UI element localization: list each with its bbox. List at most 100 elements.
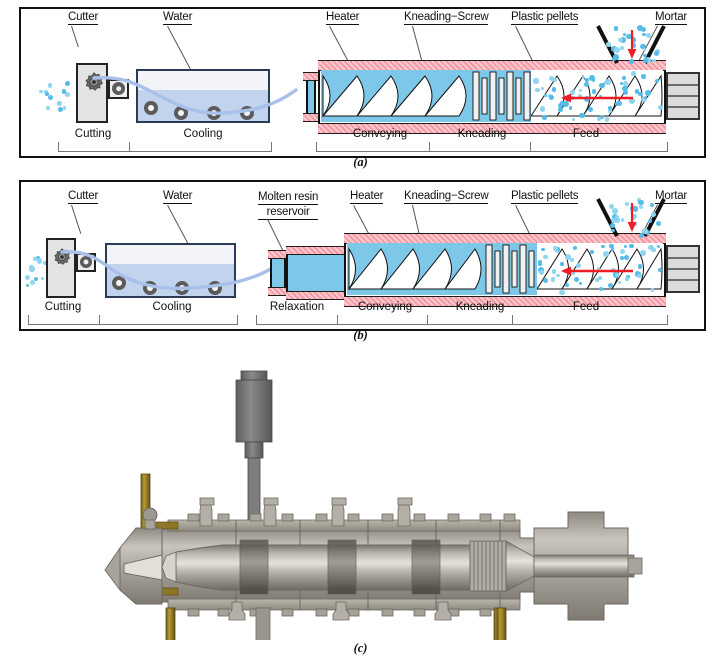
caption-c: (c) [353,641,368,655]
pellet-dot [558,107,563,112]
pellet-dot [632,206,639,212]
pellet-dot [33,276,39,281]
cad-screw-shaft [161,539,471,595]
pellet-dot [626,34,632,40]
pellet-dot [650,202,655,208]
cad-heater-cartridge-right [496,607,507,640]
pellet-dot [548,94,555,101]
pellet-dot [616,100,622,107]
adapter-heater-top-a [303,72,319,81]
pellet-dot [602,250,609,257]
pellet-cloud-hopper-a [606,24,661,65]
pellet-dot [598,94,602,98]
callout-heater-b: Heater [350,190,384,204]
pellet-dot [550,276,556,282]
pellet-dot [613,46,620,53]
stage-label-b-3: Conveying [357,301,413,313]
pellet-dot [625,275,631,280]
pellet-dot [609,203,615,209]
cad-drain-stub [255,607,271,640]
pellet-dot [538,269,545,276]
callout-heater-a: Heater [326,11,360,25]
pellet-dot [630,37,637,43]
pellet-dot [631,71,636,76]
pellet-dot [552,77,557,82]
pellet-dot [613,26,619,31]
pellet-dot [637,197,642,202]
stage-label-b-2: Relaxation [269,301,325,313]
pellet-dot [625,202,630,207]
callout-plastic-pellets-b: Plastic pellets [511,190,579,204]
pellet-dot [641,96,648,103]
cad-die-head [104,507,163,605]
pellet-cloud-inlet-a [38,80,72,114]
pellet-dot [615,272,620,277]
pellet-dot [651,247,656,253]
pellet-dot [568,106,573,110]
callout-water-a: Water [163,11,193,25]
pellet-dot [643,54,647,58]
pellet-dot [541,86,545,90]
caption-a: (a) [353,155,368,169]
callout-kneading-screw-b: Kneading−Screw [404,190,489,204]
mortar-a [666,72,700,120]
pellet-dot [573,276,579,283]
pellet-dot [62,106,67,110]
pellet-dot [606,42,611,47]
hopper-feed-arrow-b [627,203,637,232]
pellet-dot [636,25,643,32]
cutter-housing-a [76,63,108,123]
pellet-dot [631,43,636,48]
pellet-dot [623,32,627,36]
pellet-cloud-inlet-b [22,255,48,289]
stage-label-a-2: Conveying [352,128,408,140]
pellet-dot [609,243,614,248]
reservoir-heater-bottom-b [286,291,346,300]
cad-top-bolts [187,513,516,522]
pellet-dot [61,88,67,94]
pellet-dot [607,105,612,111]
pellet-dot [57,101,63,107]
hopper-feed-arrow-a [627,30,637,59]
pellet-dot [642,58,648,64]
guide-roller-b0 [80,256,92,268]
pellet-dot [611,228,615,232]
flow-arrow-a [561,93,633,103]
pellet-dot [556,273,560,278]
stage-label-b-4: Kneading [455,301,505,313]
pellet-dot [622,80,629,87]
pellet-dot [551,87,557,92]
pellet-dot [643,48,647,52]
pellet-dot [615,214,620,219]
pellet-dot [637,264,643,270]
pellet-dot [619,249,625,255]
pellet-dot [641,27,647,33]
pellet-dot [625,277,629,281]
pellet-dot [535,87,540,93]
pellet-dot [629,98,635,104]
pellet-dot [29,264,35,270]
callout-kneading-screw-a: Kneading−Screw [404,11,489,25]
pellet-dot [584,78,589,83]
pellet-dot [65,82,69,86]
pellet-dot [619,45,625,50]
pellet-dot [541,247,545,252]
pellet-dot [629,243,635,249]
guide-roller-a0 [112,82,125,95]
pellet-dot [644,89,651,96]
pellet-dot [43,260,48,265]
reservoir-inlet-heater-top-b [268,250,288,259]
cooling-tank-b [105,243,236,298]
pellet-dot [24,275,30,281]
pellet-dot [576,263,582,269]
pellet-dot [621,76,626,81]
pellet-dot [564,283,569,288]
pellet-dot [39,90,43,94]
pellet-dot [650,288,655,292]
pellet-dot [647,244,654,251]
pellet-dot [618,37,623,43]
pellet-dot [65,91,71,97]
pellet-dot [634,270,641,277]
pellet-dot [572,246,578,251]
adapter-heater-bottom-a [303,113,319,122]
